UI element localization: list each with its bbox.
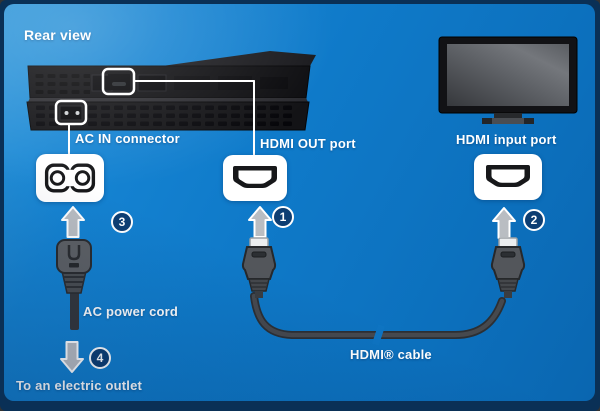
ac-in-highlight xyxy=(54,99,88,126)
ac-plug-icon xyxy=(56,239,92,330)
step-badge-4: 4 xyxy=(89,347,111,369)
console-icon xyxy=(26,51,316,131)
ac-in-connector-label: AC IN connector xyxy=(75,131,180,146)
tv-icon xyxy=(438,36,578,124)
down-arrow-icon xyxy=(60,341,84,373)
cable-cut-mark xyxy=(372,324,385,346)
ac-inlet-icon xyxy=(44,163,96,193)
hdmi-port-icon xyxy=(233,166,277,188)
hdmi-out-port-label: HDMI OUT port xyxy=(260,136,356,151)
up-arrow-icon xyxy=(492,207,516,239)
ac-power-cord-label: AC power cord xyxy=(83,304,179,319)
electric-outlet-label: To an electric outlet xyxy=(16,378,143,393)
step-badge-3: 3 xyxy=(111,211,133,233)
rear-view-title: Rear view xyxy=(24,27,92,43)
hdmi-port-icon xyxy=(486,165,530,187)
hdmi-plug-icon xyxy=(490,237,526,298)
hdmi-plug-icon xyxy=(241,237,277,298)
ac-in-callout-line xyxy=(68,123,70,156)
hdmi-input-symbol-box xyxy=(474,154,542,200)
hdmi-out-callout-line-h xyxy=(133,80,255,82)
hdmi-cable-label: HDMI® cable xyxy=(350,347,432,362)
up-arrow-icon xyxy=(248,206,272,238)
up-arrow-icon xyxy=(61,206,85,238)
diagram-canvas: Rear view xyxy=(4,4,595,401)
step-badge-2: 2 xyxy=(523,209,545,231)
hdmi-input-port-label: HDMI input port xyxy=(456,132,557,147)
step-badge-1: 1 xyxy=(272,206,294,228)
hdmi-out-callout-line-v xyxy=(253,80,255,157)
hdmi-out-symbol-box xyxy=(223,155,287,201)
ac-inlet-symbol-box xyxy=(36,154,104,202)
